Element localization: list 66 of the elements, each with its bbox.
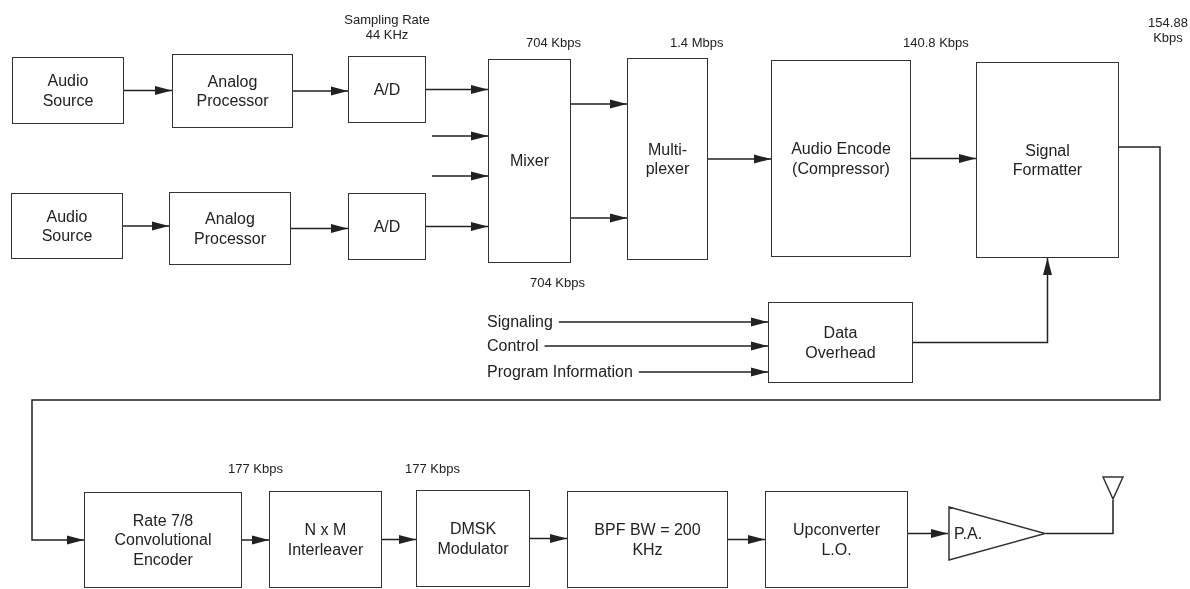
input-label: Program Information xyxy=(487,362,633,382)
process-box xyxy=(768,302,913,383)
process-box xyxy=(172,54,293,128)
box-label: Signal Formatter xyxy=(1011,140,1084,180)
arrow xyxy=(558,317,769,327)
data-rate-label: 177 Kbps xyxy=(228,462,283,477)
process-box xyxy=(12,57,124,124)
process-box xyxy=(567,491,728,588)
arrow xyxy=(31,146,1161,545)
arrow xyxy=(907,529,949,538)
arrow xyxy=(707,154,772,164)
data-rate-label: 140.8 Kbps xyxy=(903,36,969,51)
amplifier-triangle xyxy=(948,506,1046,561)
arrow xyxy=(425,85,489,94)
data-rate-label: 154.88 Kbps xyxy=(1147,16,1189,46)
box-label: Mixer xyxy=(509,151,550,171)
arrow xyxy=(543,341,769,351)
box-label: A/D xyxy=(373,216,401,237)
process-box xyxy=(488,59,571,263)
process-box xyxy=(11,193,123,259)
data-rate-label: 1.4 Mbps xyxy=(670,36,724,51)
arrow xyxy=(122,221,170,231)
arrow xyxy=(425,222,489,231)
box-label: Analog Processor xyxy=(193,209,267,248)
input-label: Signaling xyxy=(487,312,553,332)
box-label: Audio Source xyxy=(40,206,94,246)
process-box xyxy=(348,56,426,123)
arrow xyxy=(431,171,489,181)
process-box xyxy=(771,60,911,257)
arrow xyxy=(292,86,349,96)
arrow xyxy=(912,257,1052,344)
arrow xyxy=(123,86,173,95)
arrow xyxy=(638,367,769,377)
box-label: DMSK Modulator xyxy=(436,519,510,558)
process-box xyxy=(416,490,530,587)
process-box xyxy=(269,491,382,588)
arrow xyxy=(529,534,568,543)
box-label: A/D xyxy=(373,79,401,100)
process-box xyxy=(84,492,242,588)
arrow xyxy=(241,535,270,545)
arrow xyxy=(381,535,417,544)
box-label: Audio Source xyxy=(41,71,95,110)
sampling-rate-note: Sampling Rate 44 KHz xyxy=(343,13,431,43)
box-label: N x M Interleaver xyxy=(286,520,365,559)
process-box xyxy=(976,62,1119,258)
arrow xyxy=(290,224,349,233)
input-label: Control xyxy=(487,336,539,356)
arrow xyxy=(431,131,489,141)
data-rate-label: 704 Kbps xyxy=(530,276,585,291)
box-label: BPF BW = 200 KHz xyxy=(593,520,702,559)
box-label: Audio Encode (Compressor) xyxy=(791,139,891,178)
process-box xyxy=(627,58,708,260)
box-label: P.A. xyxy=(954,523,983,544)
arrow xyxy=(570,213,628,223)
box-label: Analog Processor xyxy=(195,71,270,111)
process-box xyxy=(169,192,291,265)
arrow xyxy=(727,535,766,544)
data-rate-label: 177 Kbps xyxy=(405,462,460,477)
process-box xyxy=(348,193,426,260)
box-label: Multi- plexer xyxy=(644,139,691,179)
box-label: Data Overhead xyxy=(804,323,877,362)
arrow xyxy=(910,154,977,163)
process-box xyxy=(765,491,908,588)
arrow xyxy=(570,99,628,109)
box-label: Rate 7/8 Convolutional Encoder xyxy=(113,511,213,569)
box-label: Upconverter L.O. xyxy=(791,520,882,559)
